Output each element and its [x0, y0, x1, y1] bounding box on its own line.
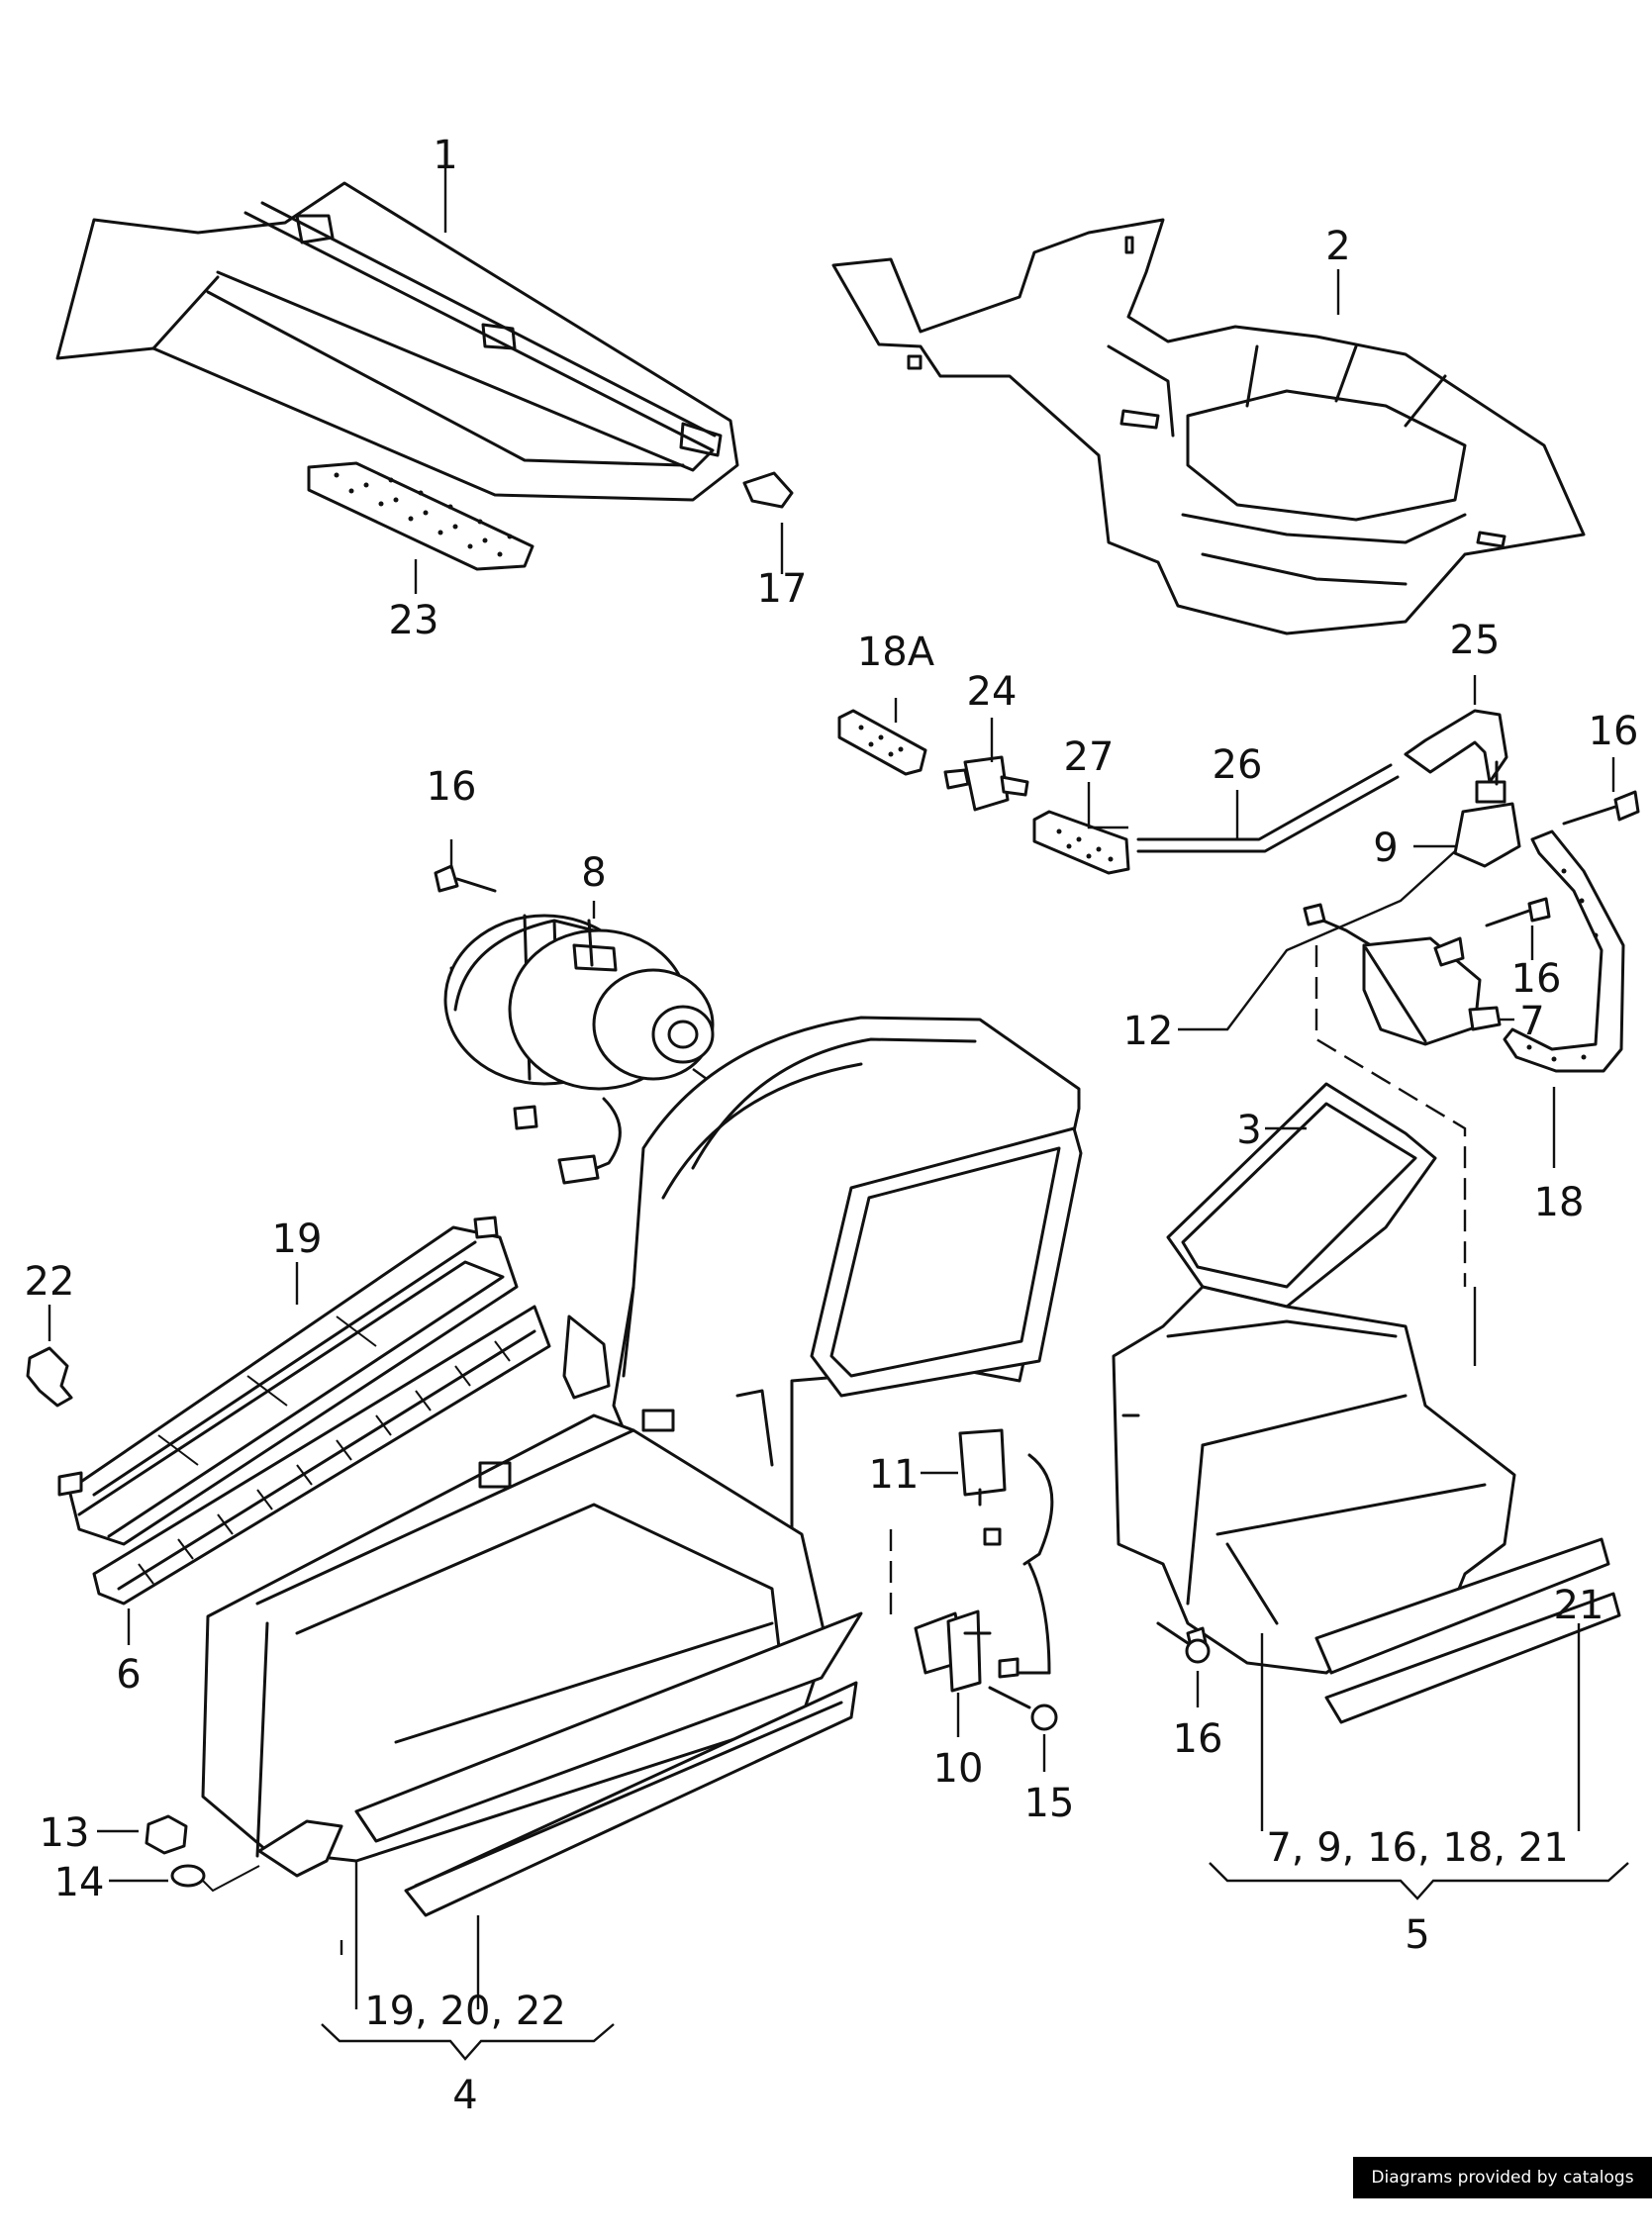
part-8-blower-motor	[434, 839, 719, 1185]
callout-13: 13	[40, 1810, 90, 1856]
callout-16-vacuum: 16	[1511, 956, 1562, 1002]
part-14-washer	[109, 1864, 260, 1893]
callout-15: 15	[1024, 1781, 1075, 1826]
callout-17: 17	[757, 566, 808, 612]
part-5-heater-box	[1112, 1285, 1621, 1724]
callout-16-top-right: 16	[1589, 709, 1639, 754]
callout-2: 2	[1325, 224, 1350, 269]
part-10-series-resistor	[889, 1529, 1051, 1737]
callout-1: 1	[433, 133, 457, 178]
brace-group-5	[1209, 1862, 1629, 1900]
part-4-heater-housing	[201, 1016, 1083, 1917]
callout-25: 25	[1450, 618, 1501, 663]
callout-11: 11	[869, 1452, 920, 1498]
part-6-dust-pollen-filter	[92, 1305, 551, 1645]
callout-6: 6	[116, 1652, 141, 1698]
group-label-5-parts: 7, 9, 16, 18, 21	[1266, 1825, 1568, 1871]
callout-27: 27	[1064, 734, 1115, 780]
part-19-air-filter	[57, 1216, 519, 1546]
callout-16-blower: 16	[427, 764, 477, 810]
vacuum-actuator-assembly	[1178, 675, 1640, 1287]
group-label-4-parts: 19, 20, 22	[364, 1989, 566, 2034]
part-22-clip	[26, 1305, 73, 1408]
part-15-screw	[988, 1686, 1058, 1772]
part-11-relay	[921, 1428, 1054, 1675]
part-2-air-distribution-housing	[831, 218, 1586, 635]
callout-8: 8	[581, 850, 606, 896]
group-label-5: 5	[1405, 1912, 1429, 1958]
leader-lines	[340, 148, 1581, 2009]
callout-3: 3	[1236, 1108, 1261, 1153]
part-16-screw-lower	[1156, 1621, 1211, 1707]
callout-23: 23	[389, 598, 439, 643]
part-23-insulation-pad	[307, 461, 534, 571]
vacuum-line-assembly	[837, 698, 1400, 875]
callout-16-heater: 16	[1173, 1716, 1223, 1762]
callout-19: 19	[272, 1217, 323, 1262]
callout-7: 7	[1519, 999, 1544, 1044]
callout-18a: 18A	[857, 630, 935, 675]
callout-22: 22	[25, 1259, 75, 1305]
callout-labels: 1 2 23 17 18A 24 25 27 26 16 16 8 9 16 7…	[25, 133, 1639, 2118]
brace-group-4	[321, 2023, 615, 2061]
callout-18: 18	[1534, 1180, 1585, 1225]
credit-banner: Diagrams provided by catalogs parts	[1353, 2157, 1652, 2229]
callout-10: 10	[933, 1746, 984, 1792]
callout-24: 24	[967, 669, 1018, 715]
callout-12: 12	[1123, 1009, 1174, 1054]
part-17-clip	[742, 471, 794, 574]
callout-9: 9	[1373, 826, 1398, 871]
part-1-channel-cover	[55, 181, 739, 502]
callout-26: 26	[1213, 742, 1263, 788]
group-label-4: 4	[452, 2073, 477, 2118]
callout-21: 21	[1554, 1583, 1604, 1628]
part-13-nut	[97, 1814, 188, 1855]
callout-14: 14	[54, 1860, 105, 1905]
part-3-air-duct	[1166, 1082, 1437, 1309]
